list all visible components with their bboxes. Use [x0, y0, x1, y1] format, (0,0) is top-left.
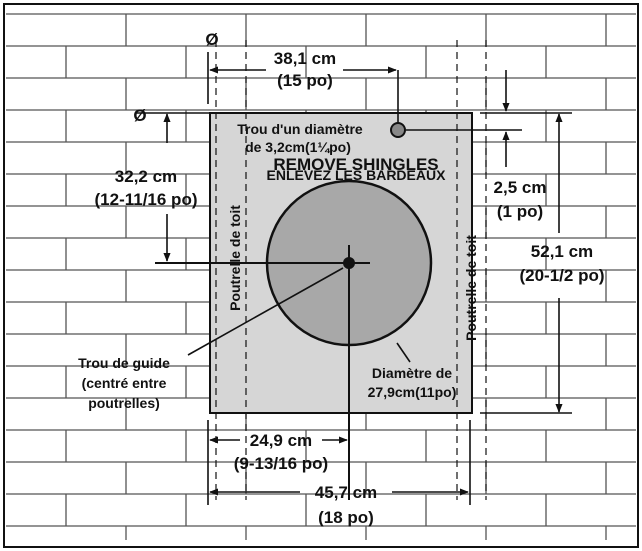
diameter-symbol-left: Ø [133, 106, 146, 125]
small-hole [390, 122, 406, 138]
small-hole-label-1: Trou d'un diamètre [237, 121, 363, 137]
large-hole-label-1: Diamètre de [372, 365, 452, 381]
pilot-hole-label-2: (centré entre [82, 375, 167, 391]
height-in: (20-1/2 po) [519, 266, 604, 285]
rafter-lines [215, 40, 487, 500]
heading-remove-shingles: REMOVE SHINGLES [273, 155, 438, 174]
width-bottom-in: (18 po) [318, 508, 374, 527]
width-top-cm: 38,1 cm [274, 49, 336, 68]
left-offset-cm: 32,2 cm [115, 167, 177, 186]
left-offset-in: (12-11/16 po) [95, 190, 198, 209]
height-cm: 52,1 cm [531, 242, 593, 261]
width-bottom-cm: 45,7 cm [315, 483, 377, 502]
center-offset-cm: 24,9 cm [250, 431, 312, 450]
top-margin-cm: 2,5 cm [494, 178, 547, 197]
pilot-hole-label-1: Trou de guide [78, 355, 170, 371]
pilot-hole-label-3: poutrelles) [88, 395, 160, 411]
top-margin-in: (1 po) [497, 202, 543, 221]
large-hole-label-2: 27,9cm(11po) [368, 384, 457, 400]
center-offset-in: (9-13/16 po) [234, 454, 328, 473]
width-top-in: (15 po) [277, 71, 333, 90]
small-hole-label-2: de 3,2cm(1¼po) [245, 139, 351, 155]
rafter-label-left: Poutrelle de toit [227, 205, 243, 311]
heading-enlevez-bardeaux: ENLEVEZ LES BARDEAUX [267, 167, 447, 183]
pilot-hole-leader [187, 267, 344, 356]
large-hole-leader [396, 342, 411, 363]
rafter-label-right: Poutrelle de toit [463, 235, 479, 341]
pilot-hole [343, 257, 355, 269]
diameter-symbol-top: Ø [205, 30, 218, 49]
